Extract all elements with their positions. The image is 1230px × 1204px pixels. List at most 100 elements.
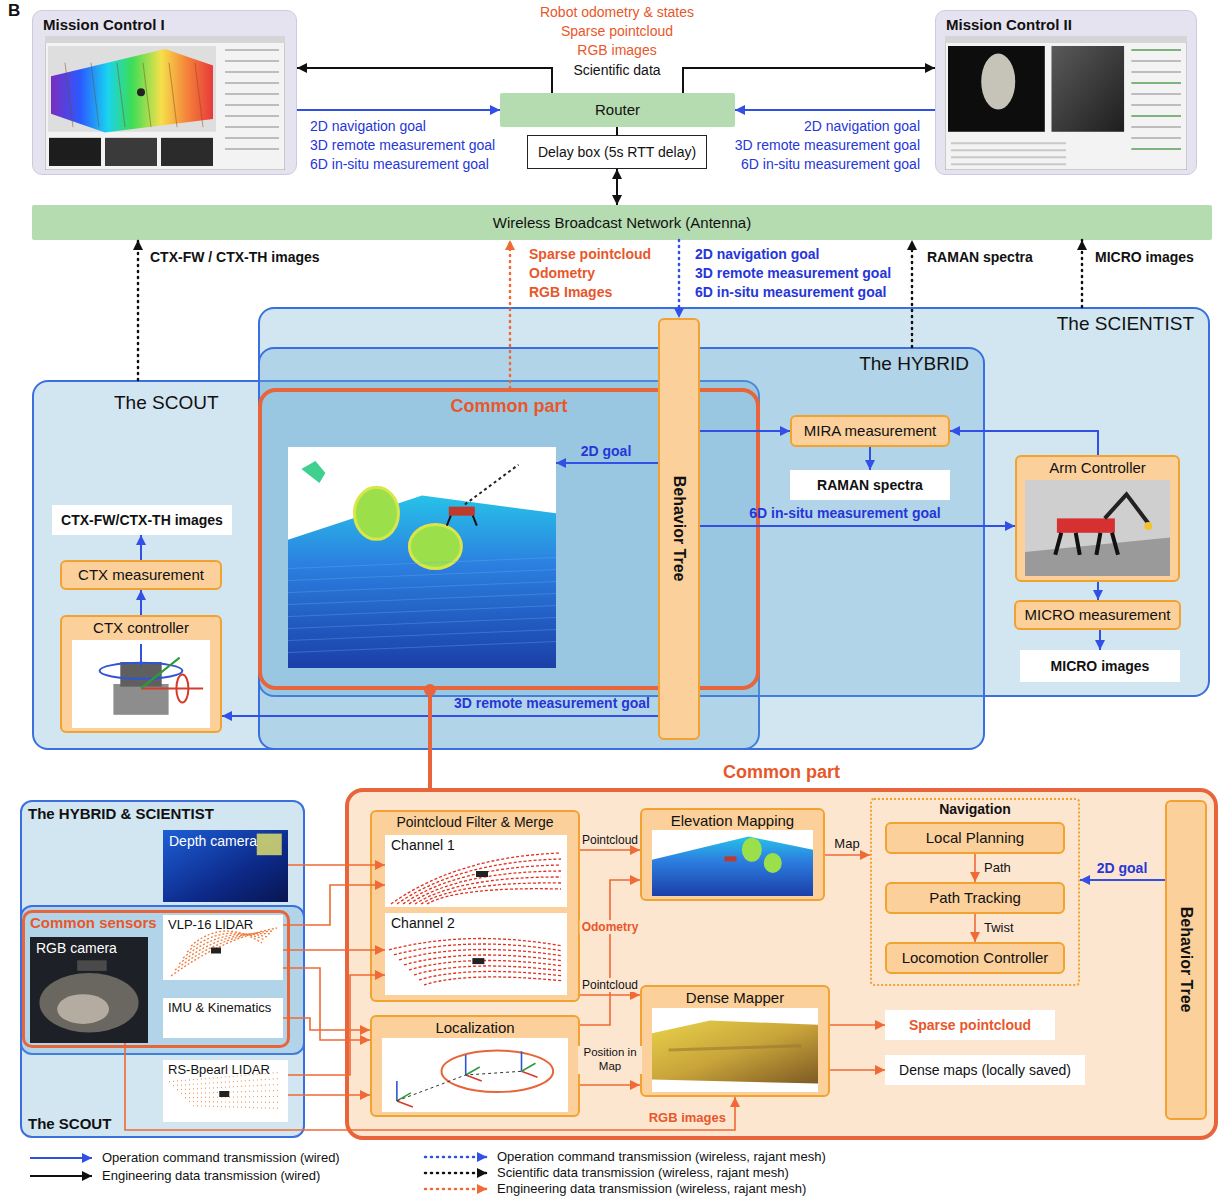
sensor-box: IMU & Kinematics xyxy=(163,998,283,1038)
connector xyxy=(825,854,870,856)
node-label: CTX-FW/CTX-TH images xyxy=(61,512,223,529)
illustration xyxy=(72,640,210,728)
connector xyxy=(678,240,681,318)
illustration-part xyxy=(951,156,1066,158)
legend-sample xyxy=(30,1157,92,1159)
illustration-part xyxy=(30,937,148,1043)
illustration-part xyxy=(189,1101,280,1103)
illustration-part xyxy=(45,36,285,170)
window-panel: Mission Control I xyxy=(32,10,297,175)
edge-label: 3D remote measurement goal xyxy=(452,695,652,712)
node-label: MIRA measurement xyxy=(804,422,937,440)
connector xyxy=(830,1024,885,1026)
illustration-part xyxy=(1057,518,1115,532)
illustration-part xyxy=(465,465,519,505)
illustration xyxy=(652,830,813,896)
illustration-part xyxy=(1131,49,1181,51)
node-label: Pointcloud Filter & Merge xyxy=(396,814,553,831)
node-label: MICRO measurement xyxy=(1025,606,1171,624)
router-box: Router xyxy=(500,93,735,127)
label-holder: B xyxy=(6,1,22,21)
node-label: RAMAN spectra xyxy=(817,477,923,494)
edge-label-holder: 2D goal xyxy=(579,443,634,460)
illustration-part xyxy=(288,642,556,653)
connector xyxy=(950,431,1098,455)
illustration-part xyxy=(951,149,1066,151)
illustration-part xyxy=(179,934,271,964)
illustration-part xyxy=(385,835,567,907)
process-box: MICRO measurement xyxy=(1014,600,1182,630)
node-label: MICRO images xyxy=(1051,658,1150,675)
edge-label: Position in Map xyxy=(578,1046,642,1074)
illustration-part xyxy=(449,507,475,516)
free-label: 3D remote measurement goal xyxy=(308,137,497,154)
illustration-part xyxy=(409,871,561,904)
illustration-part xyxy=(225,49,279,51)
illustration-part xyxy=(652,1008,818,1092)
node-label: Dense maps (locally saved) xyxy=(899,1062,1071,1079)
connector xyxy=(125,1043,735,1130)
illustration-part xyxy=(140,644,142,666)
connector xyxy=(616,127,618,135)
label-holder: Scientific data xyxy=(571,62,662,79)
connector xyxy=(616,169,618,205)
free-label: 2D navigation goal xyxy=(802,118,922,135)
illustration-part xyxy=(447,516,477,526)
illustration-part xyxy=(288,618,556,629)
label-holder: Sparse pointcloud xyxy=(559,23,675,40)
illustration-part xyxy=(396,1081,398,1101)
illustration-part xyxy=(177,1084,280,1089)
robot-region: The HYBRIDCommon partBehavior TreeMIRA m… xyxy=(258,347,985,750)
node-label: Localization xyxy=(435,1019,514,1037)
process-box: MIRA measurement xyxy=(790,415,950,447)
illustration-part xyxy=(951,142,1066,144)
node-label: Wireless Broadcast Network (Antenna) xyxy=(493,214,751,232)
illustration-part xyxy=(301,461,325,483)
common-group: Common partBehavior Tree xyxy=(258,388,760,690)
illustration-part xyxy=(1051,46,1124,132)
node-label: Behavior Tree xyxy=(669,476,688,582)
connector xyxy=(1099,630,1101,650)
illustration xyxy=(382,1038,568,1112)
sensor-image: Depth camera xyxy=(163,830,288,902)
illustration-part xyxy=(945,36,1187,170)
illustration-part xyxy=(1025,480,1170,576)
illustration-part xyxy=(191,931,262,946)
node-label: Arm Controller xyxy=(1049,459,1146,477)
connector xyxy=(580,1084,640,1086)
free-label: 6D in-situ measurement goal xyxy=(693,284,888,301)
label-holder: 6D in-situ measurement goal xyxy=(739,156,922,173)
legend-holder: Scientific data transmission (wireless, … xyxy=(495,1165,791,1181)
illustration-part xyxy=(951,163,1066,165)
illustration-part xyxy=(397,859,561,904)
edge-label-holder: Pointcloud xyxy=(580,833,640,847)
illustration-part xyxy=(465,1055,467,1075)
edge-label-holder: 6D in-situ measurement goal xyxy=(747,505,942,522)
edge-label: Pointcloud xyxy=(580,978,640,992)
illustration-part xyxy=(49,138,101,166)
illustration-part xyxy=(724,856,736,861)
channel-box: Channel 2 xyxy=(385,913,567,995)
node-label: Mission Control I xyxy=(43,16,165,34)
connector xyxy=(911,240,914,347)
illustration-part xyxy=(521,1051,523,1071)
connector xyxy=(1097,582,1099,600)
illustration-part xyxy=(394,944,562,955)
legend-sample xyxy=(30,1175,92,1177)
sensor-image: VLP-16 LIDAR xyxy=(163,915,283,980)
illustration-part xyxy=(421,883,561,904)
illustration-part xyxy=(163,1060,288,1122)
node-label: Path Tracking xyxy=(929,889,1021,907)
node-label: Local Planning xyxy=(926,829,1024,847)
illustration-part xyxy=(183,934,268,958)
node-label: RS-Bpearl LIDAR xyxy=(168,1062,270,1078)
process-box: Dense Mapper xyxy=(640,985,830,1097)
legend-text: Operation command transmission (wireless… xyxy=(495,1149,828,1165)
edge-label: Odometry xyxy=(580,920,641,934)
connector xyxy=(283,1018,370,1030)
illustration-part xyxy=(1131,60,1181,62)
illustration-part xyxy=(225,115,279,117)
illustration-part xyxy=(288,496,556,668)
node-label: CTX measurement xyxy=(78,566,204,584)
